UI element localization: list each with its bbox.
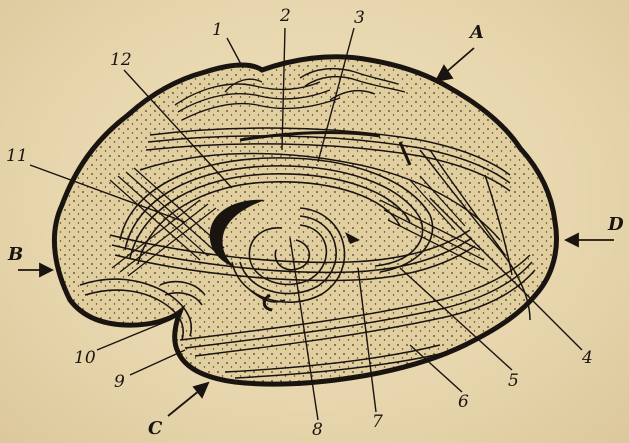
label-11: 11 [6, 148, 28, 165]
label-b: B [8, 246, 23, 264]
label-7: 7 [372, 414, 383, 431]
label-2: 2 [280, 8, 291, 25]
label-a: A [470, 24, 484, 42]
label-5: 5 [508, 373, 519, 390]
arrow-a [444, 48, 474, 74]
label-1: 1 [212, 22, 223, 39]
label-c: C [148, 420, 162, 438]
label-10: 10 [74, 350, 96, 367]
label-d: D [608, 216, 624, 234]
label-3: 3 [354, 10, 365, 27]
label-4: 4 [582, 350, 593, 367]
label-12: 12 [110, 52, 132, 69]
label-6: 6 [458, 394, 469, 411]
label-9: 9 [114, 374, 125, 391]
label-8: 8 [312, 422, 323, 439]
arrow-c [168, 390, 200, 416]
